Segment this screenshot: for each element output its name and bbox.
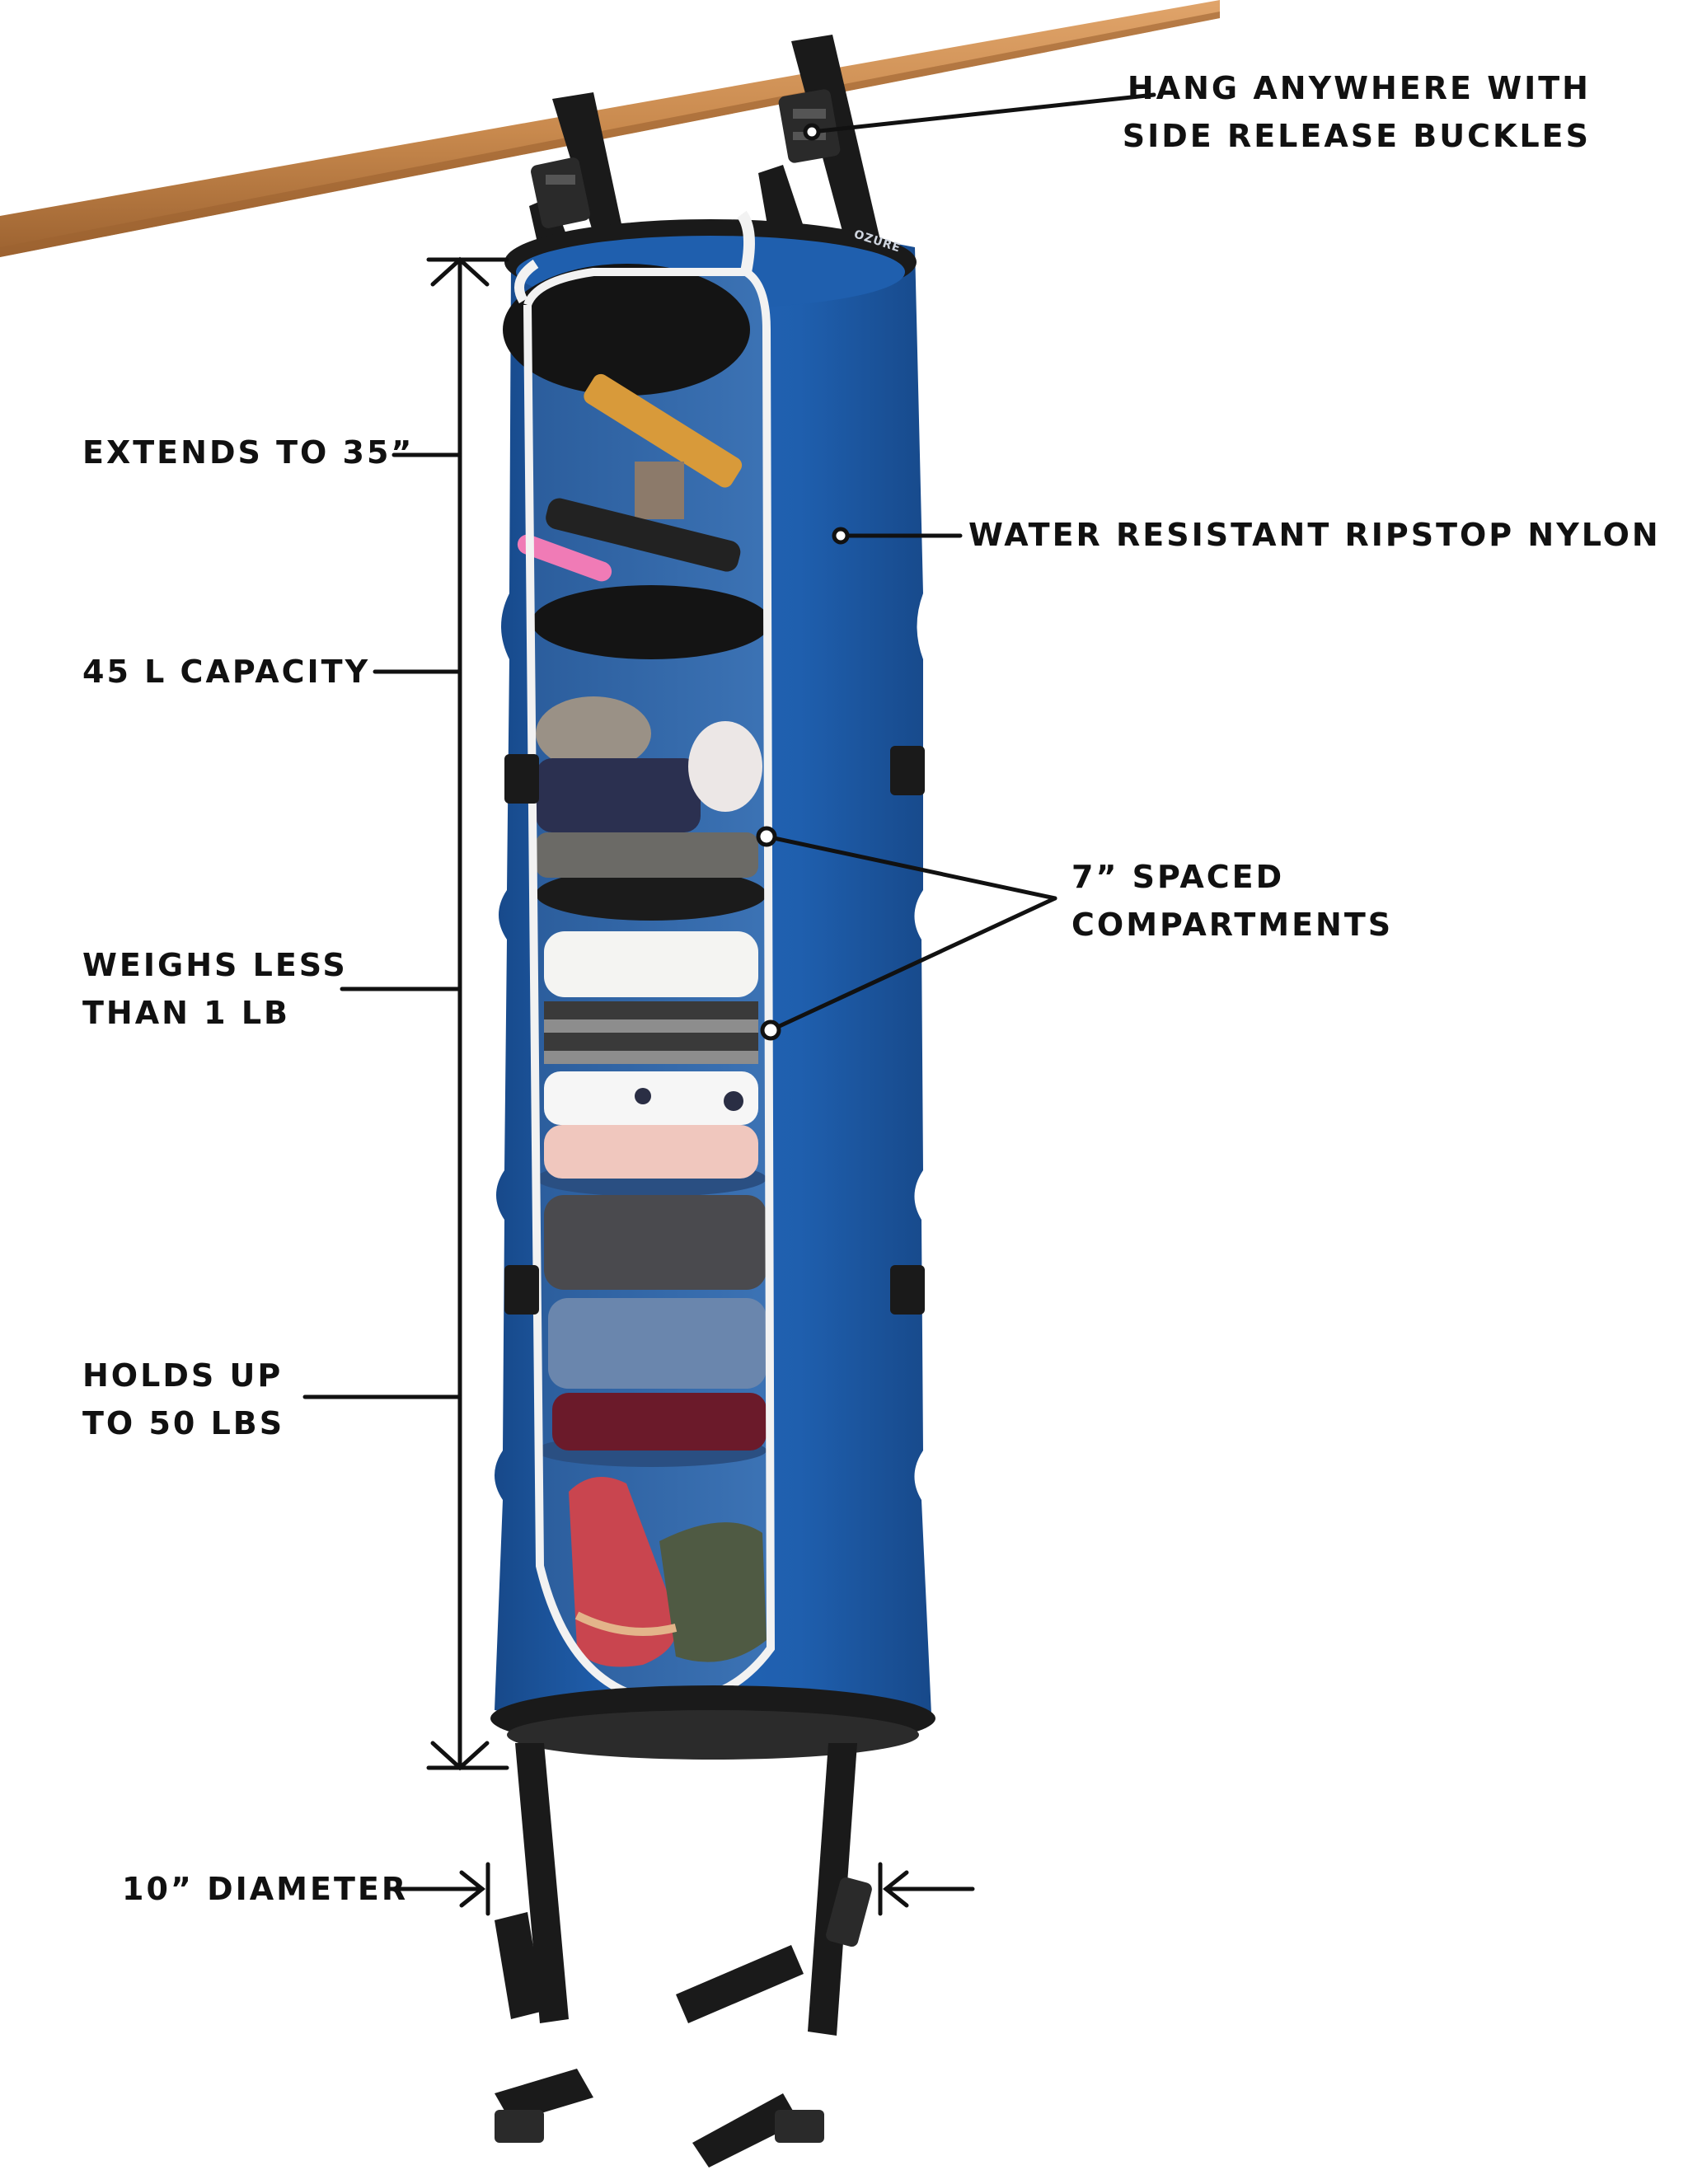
buckle-icon bbox=[531, 157, 590, 228]
shoes bbox=[569, 1477, 767, 1667]
folded-clothes bbox=[544, 931, 758, 1179]
bottom-straps bbox=[495, 1743, 872, 2168]
side-handle bbox=[890, 1265, 925, 1315]
label-load: HOLDS UP TO 50 LBS bbox=[82, 1357, 285, 1441]
label-buckles: HANG ANYWHERE WITH SIDE RELEASE BUCKLES bbox=[1122, 70, 1591, 154]
shelf bbox=[532, 585, 771, 659]
folded-clothes bbox=[536, 696, 762, 878]
shelf bbox=[536, 868, 767, 921]
hair-tools bbox=[517, 373, 743, 582]
side-handle bbox=[504, 754, 539, 804]
annotation-lines bbox=[302, 92, 1156, 1916]
shelf bbox=[503, 264, 750, 396]
label-capacity: 45 L CAPACITY bbox=[82, 654, 371, 690]
label-material: WATER RESISTANT RIPSTOP NYLON bbox=[968, 517, 1661, 553]
label-weight: WEIGHS LESS THAN 1 LB bbox=[82, 947, 348, 1031]
label-compartments: 7” SPACED COMPARTMENTS bbox=[1071, 859, 1394, 943]
wooden-rod bbox=[0, 0, 1220, 257]
label-diameter: 10” DIAMETER bbox=[122, 1871, 409, 1907]
hanging-organizer bbox=[490, 210, 935, 1760]
folded-jeans bbox=[544, 1195, 767, 1451]
label-extends: EXTENDS TO 35” bbox=[82, 434, 415, 471]
side-handle bbox=[890, 746, 925, 795]
side-handle bbox=[504, 1265, 539, 1315]
